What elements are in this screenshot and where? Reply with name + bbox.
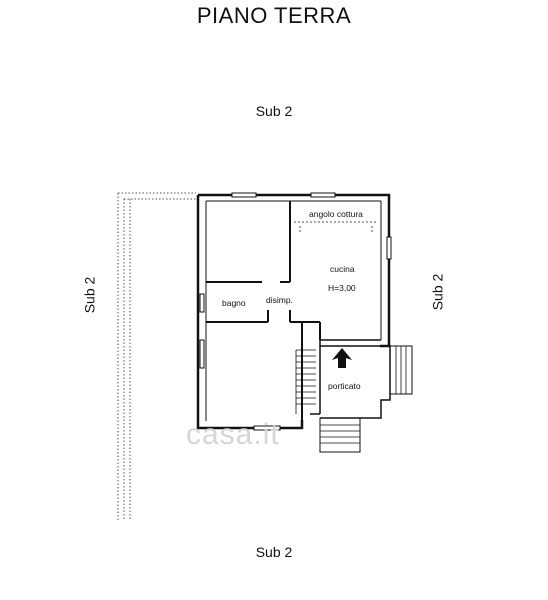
neighbor-label-left: Sub 2 — [81, 276, 98, 314]
room-label-cucina: cucina — [330, 264, 355, 274]
entrance-arrow-icon — [332, 348, 352, 368]
building-walls — [196, 193, 413, 453]
page-title: PIANO TERRA — [196, 3, 352, 28]
watermark: casa.it — [186, 418, 280, 451]
room-label-bagno: bagno — [222, 298, 246, 308]
neighbor-label-top: Sub 2 — [255, 103, 293, 119]
boundary-fence — [117, 192, 196, 520]
room-height-label: H=3,00 — [328, 283, 356, 293]
room-label-porticato: porticato — [328, 381, 361, 391]
windows — [199, 192, 392, 431]
neighbor-label-bottom: Sub 2 — [255, 544, 293, 560]
room-label-angolo-cottura: angolo cottura — [309, 209, 363, 219]
kitchen-counter — [294, 221, 376, 232]
room-label-disimpegno: disimp. — [266, 295, 293, 305]
neighbor-label-right: Sub 2 — [429, 273, 446, 311]
